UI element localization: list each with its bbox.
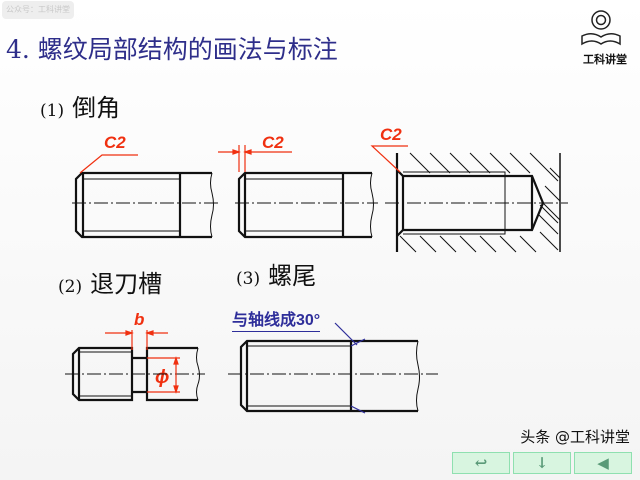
dimension-marks [79, 145, 408, 394]
previous-button[interactable]: ◀ [574, 452, 632, 474]
section-label: 退刀槽 [90, 270, 163, 298]
watermark: 公众号：工科讲堂 [2, 1, 74, 19]
groove-width-label: b [134, 310, 145, 329]
chamfer-label-3: C2 [380, 125, 402, 144]
section-thread-tail: (3) 螺尾 [236, 256, 316, 291]
diameter-label: ϕ [155, 367, 170, 388]
section-label: 倒角 [72, 94, 121, 122]
section-number: (3) [236, 269, 261, 289]
bolt-chamfer-drawing [74, 171, 214, 239]
chamfer-label-2: C2 [262, 133, 284, 152]
footer-watermark: 头条 @工科讲堂 [520, 428, 630, 446]
thread-tail-note: 与轴线成30° [232, 306, 321, 332]
thread-tail-drawing [239, 339, 420, 413]
slide-title: 4. 螺纹局部结构的画法与标注 [6, 35, 338, 64]
section-undercut: (2) 退刀槽 [58, 264, 162, 299]
gear-book-icon [581, 10, 621, 46]
chamfer-label-1: C2 [104, 133, 126, 152]
next-button[interactable]: ↓ [513, 452, 571, 474]
section-chamfer: (1) 倒角 [40, 88, 120, 123]
logo-text: 工科讲堂 [583, 53, 627, 66]
return-button[interactable]: ↩ [452, 452, 510, 474]
center-lines [65, 202, 568, 375]
section-label: 螺尾 [268, 262, 317, 290]
thread-tail-leader [334, 322, 366, 414]
section-number: (1) [40, 101, 65, 121]
bolt-chamfer-dimension-drawing [237, 171, 374, 239]
section-number: (2) [58, 277, 83, 297]
